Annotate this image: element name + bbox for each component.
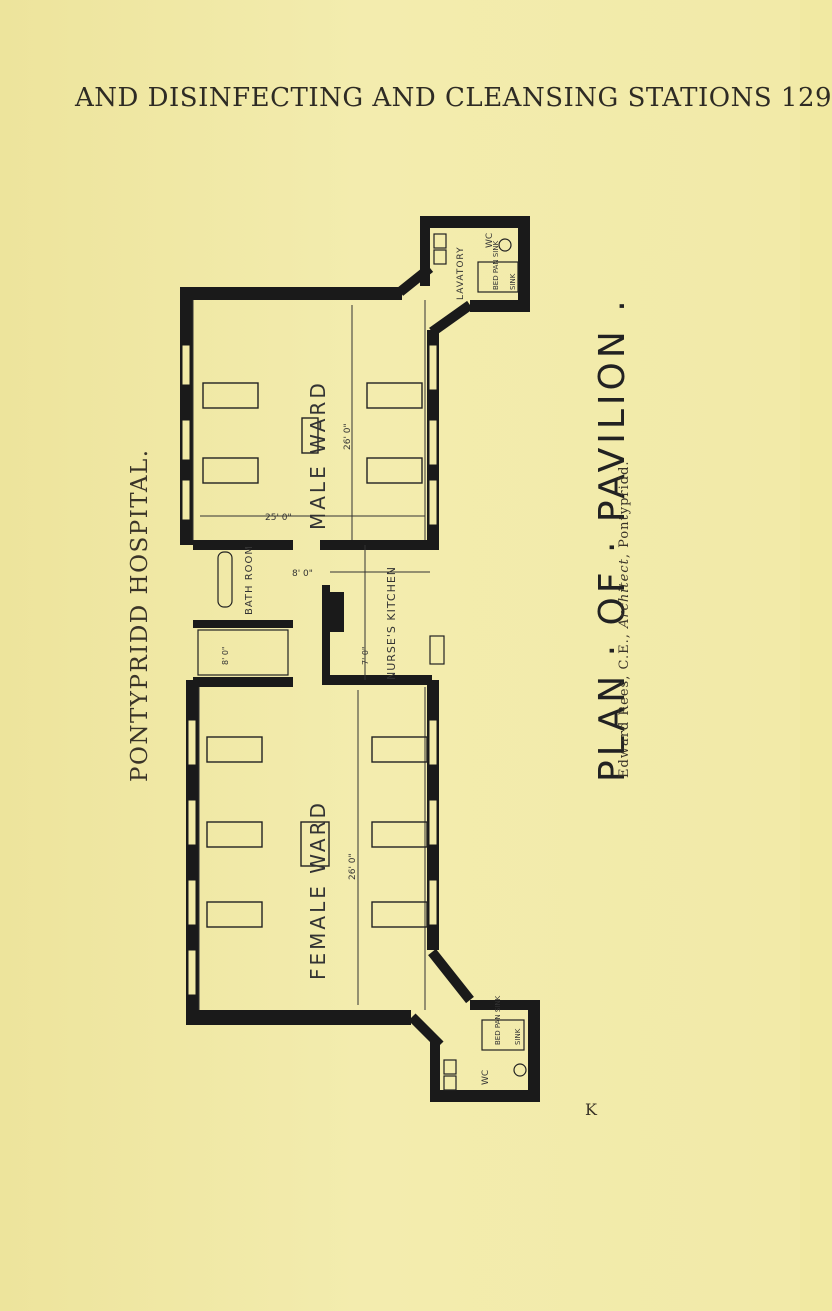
bath-fixtures xyxy=(197,551,289,676)
range xyxy=(330,592,344,632)
bed xyxy=(366,457,423,484)
wall-bath-top xyxy=(193,540,293,550)
kitchen-sink xyxy=(429,635,445,665)
beds-upper xyxy=(202,382,423,484)
wall-kitchen-left xyxy=(322,585,330,680)
tower-bottom-wall xyxy=(430,1090,540,1102)
wall-lower-ward-top xyxy=(193,677,293,687)
female-ward-label: FEMALE WARD xyxy=(306,800,330,980)
bed xyxy=(206,736,263,763)
table xyxy=(300,821,330,867)
beds-lower xyxy=(206,736,428,928)
wc-bottom-label: WC xyxy=(481,1070,491,1085)
bed xyxy=(202,382,259,409)
table xyxy=(301,417,319,454)
bed xyxy=(202,457,259,484)
bath-room-label: BATH ROOM xyxy=(244,545,255,615)
bed xyxy=(366,382,423,409)
architect-name: Edward Rees, C.E., xyxy=(617,628,632,778)
wall-top xyxy=(180,287,402,300)
bed xyxy=(371,901,428,928)
tower-top-bottom xyxy=(470,300,530,312)
tower-bottom-top xyxy=(470,1000,540,1010)
architect-place: , Pontypridd. xyxy=(617,460,632,559)
tower-bottom-right xyxy=(528,1000,540,1100)
bed xyxy=(371,821,428,848)
architect-role: Architect xyxy=(617,558,632,629)
wall-kitchen-bottom xyxy=(322,675,432,685)
lavatory-label: LAVATORY xyxy=(456,246,466,300)
male-ward-label: MALE WARD xyxy=(306,380,330,530)
dim-ward-length-upper: 26' 0" xyxy=(343,423,353,450)
outer-walls xyxy=(180,216,540,1102)
wc-top-label: WC xyxy=(485,233,495,248)
wall-bath-bottom xyxy=(193,620,293,628)
dim-kitchen-width: 7' 0" xyxy=(361,646,370,665)
dim-ward-width: 25' 0" xyxy=(265,513,292,523)
tower-top-right xyxy=(518,216,530,311)
bed xyxy=(371,736,428,763)
bed xyxy=(206,821,263,848)
kitchen-fixtures xyxy=(330,592,344,632)
nurses-kitchen-label: NURSE'S KITCHEN xyxy=(385,566,398,680)
wall-kitchen-top xyxy=(320,540,430,550)
architect-credit: Edward Rees, C.E., Architect, Pontypridd… xyxy=(617,460,632,778)
tower-bottom-left xyxy=(430,1040,440,1100)
windows xyxy=(181,344,438,996)
bed-pan-sink-top-label: BED PAN SINK xyxy=(492,240,500,290)
inner-lines xyxy=(192,300,430,1010)
sink-bottom-label: SINK xyxy=(514,1028,522,1045)
dim-bath-width: 8' 0" xyxy=(292,569,313,579)
floor-plan: MALE WARD FEMALE WARD NURSE'S KITCHEN BA… xyxy=(180,216,540,1102)
signature-mark: K xyxy=(585,1100,597,1119)
bed xyxy=(206,901,263,928)
passage xyxy=(197,629,289,676)
page-background xyxy=(0,0,800,1311)
sink-top-label: SINK xyxy=(509,273,517,290)
bath-tub xyxy=(217,551,233,608)
tower-top-left xyxy=(420,216,430,286)
tower-top-wall xyxy=(420,216,530,228)
dim-passage-width: 8' 0" xyxy=(221,646,230,665)
dim-ward-length-lower: 26' 0" xyxy=(348,853,358,880)
diagonal-walls xyxy=(396,264,474,1049)
tower-fixtures xyxy=(433,233,527,1091)
wall-bottom xyxy=(186,1010,411,1025)
bed-pan-sink-bottom-label: BED PAN SINK xyxy=(494,995,502,1045)
